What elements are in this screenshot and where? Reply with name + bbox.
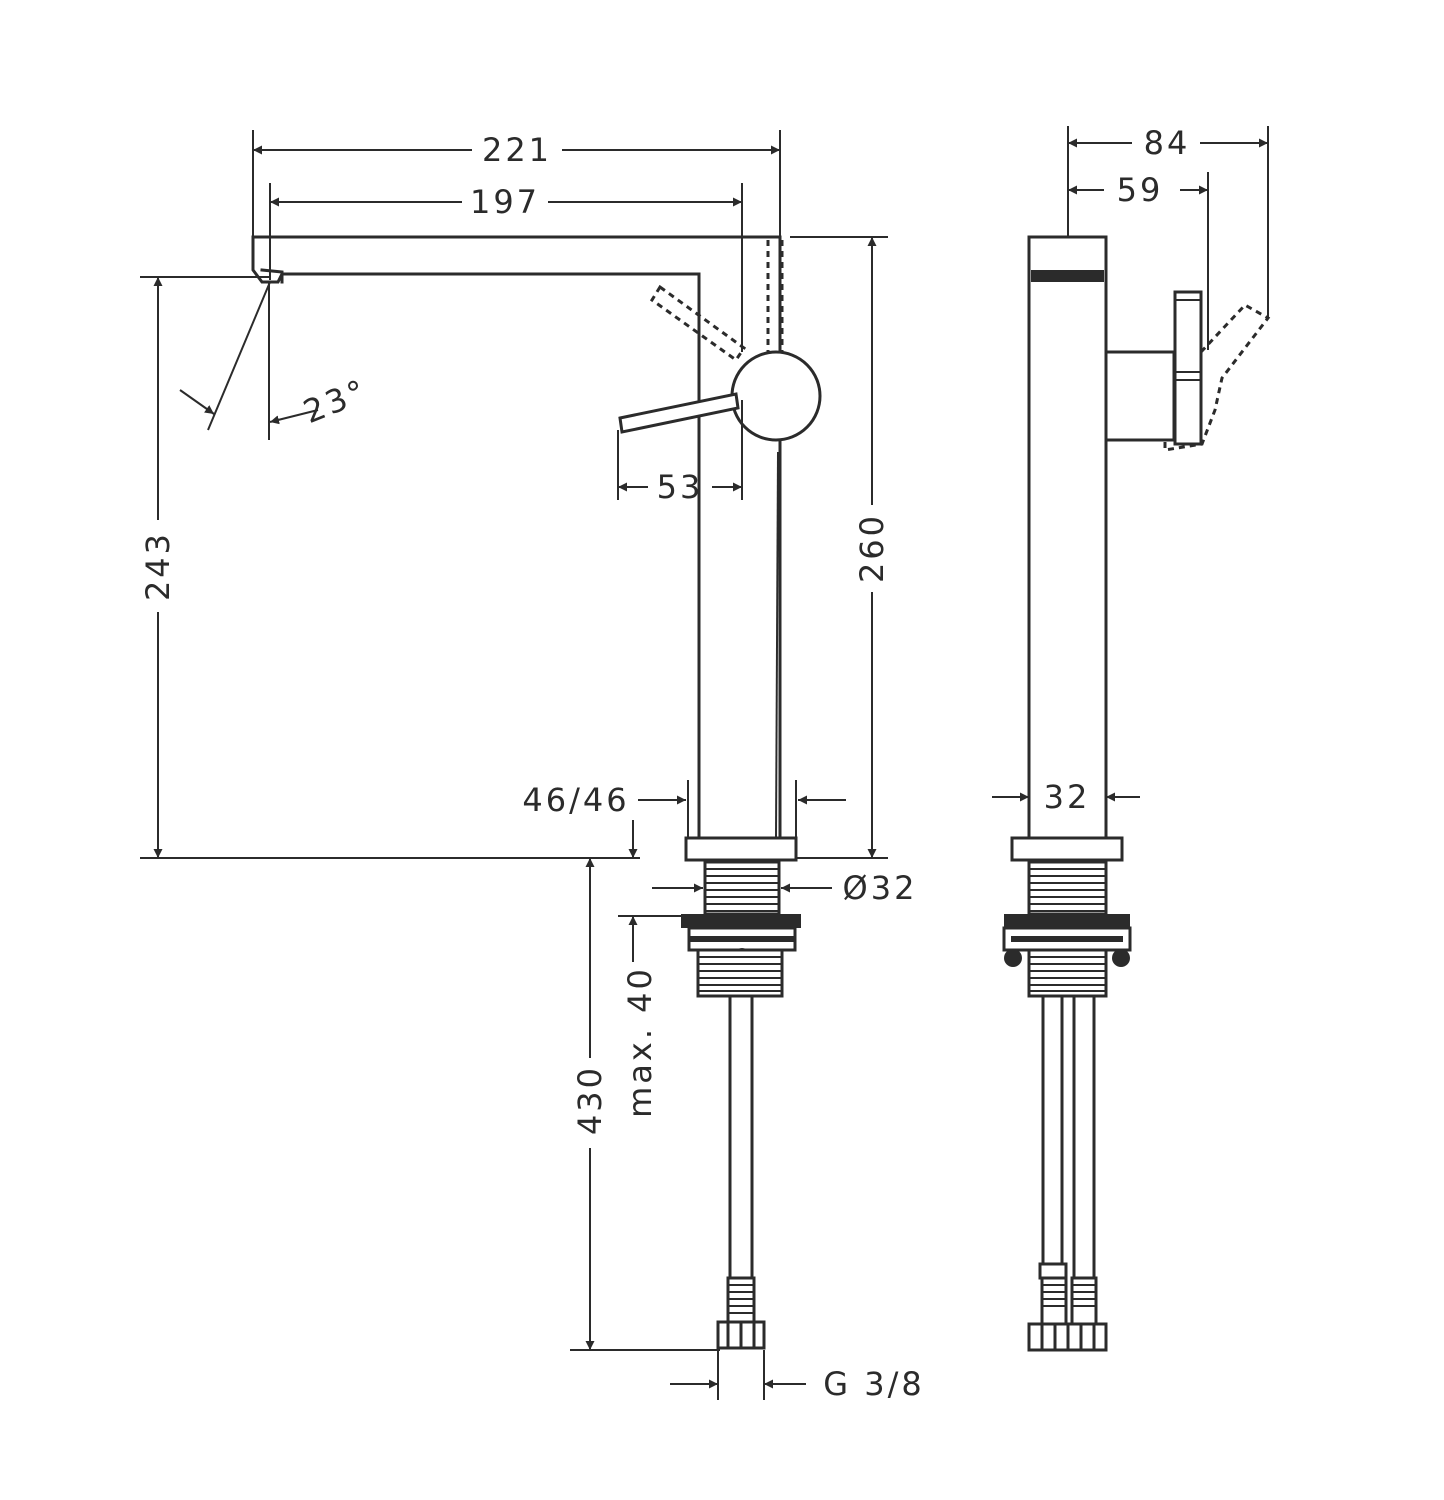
dim-53: 53 <box>657 468 704 506</box>
spout <box>251 235 782 840</box>
dim-g-3-8: G 3/8 <box>823 1365 924 1403</box>
dim-197: 197 <box>470 183 540 221</box>
side-view <box>1002 235 1271 1352</box>
dim-430: 430 <box>571 1065 609 1135</box>
dim-max-40: max. 40 <box>621 966 659 1118</box>
dim-243: 243 <box>139 531 177 601</box>
side-handle-disc <box>1173 290 1203 446</box>
mounting-nut <box>696 948 784 998</box>
dim-side-32: 32 <box>1044 778 1091 816</box>
lever-raised-dashed <box>649 284 747 363</box>
base-flange <box>684 836 798 862</box>
front-view <box>251 235 822 1350</box>
dim-59: 59 <box>1117 171 1164 209</box>
dim-84: 84 <box>1144 124 1191 162</box>
mounting-washer <box>681 914 801 928</box>
supply-hose <box>728 994 754 1280</box>
threaded-shank <box>703 860 781 916</box>
lever <box>618 392 740 434</box>
dim-23-degrees: 23° <box>298 371 373 431</box>
side-body <box>1027 235 1108 840</box>
dim-260: 260 <box>853 513 891 583</box>
side-lever-dashed <box>1163 303 1271 452</box>
dimension-lines <box>140 126 1269 1400</box>
handle-knob <box>730 350 822 442</box>
dim-46-46: 46/46 <box>522 781 629 819</box>
dim-221: 221 <box>482 131 552 169</box>
dim-thread-32: Ø32 <box>843 869 918 907</box>
side-handle-hub <box>1104 350 1176 442</box>
dimension-labels: 221 197 23° 53 243 260 46/46 Ø32 max. 40… <box>139 124 1191 1403</box>
